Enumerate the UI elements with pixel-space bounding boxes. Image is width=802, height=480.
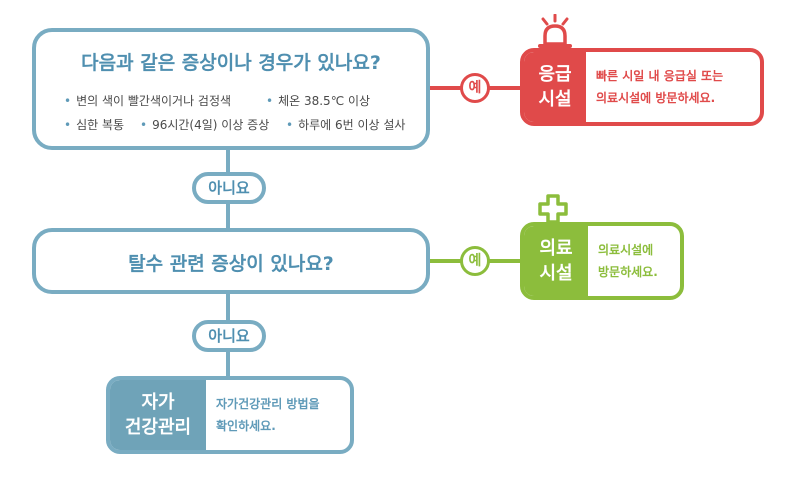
medical-cross-icon <box>538 194 568 224</box>
question-2-box: 탈수 관련 증상이 있나요? <box>32 228 430 294</box>
symptom-bullet: 체온 38.5℃ 이상 <box>266 92 370 109</box>
medical-facility-label: 의료 시설 <box>524 226 588 296</box>
question-1-title: 다음과 같은 증상이나 경우가 있나요? <box>81 52 381 74</box>
symptom-bullet: 96시간(4일) 이상 증상 <box>140 116 269 133</box>
question-1-box: 다음과 같은 증상이나 경우가 있나요? 변의 색이 빨간색이거나 검정색 체온… <box>32 28 430 150</box>
yes-label-1: 예 <box>460 73 490 103</box>
symptom-bullet: 하루에 6번 이상 설사 <box>286 116 405 133</box>
emergency-facility-description: 빠른 시일 내 응급실 또는 의료시설에 방문하세요. <box>596 69 724 105</box>
emergency-facility-card: 응급 시설 빠른 시일 내 응급실 또는 의료시설에 방문하세요. <box>520 48 764 126</box>
no-label-2: 아니요 <box>192 320 266 352</box>
no-label-1: 아니요 <box>192 172 266 204</box>
siren-icon <box>538 14 572 48</box>
yes-label-2: 예 <box>460 246 490 276</box>
symptom-bullet: 변의 색이 빨간색이거나 검정색 <box>64 92 231 109</box>
self-care-label: 자가 건강관리 <box>110 380 206 450</box>
self-care-description: 자가건강관리 방법을 확인하세요. <box>216 397 320 433</box>
self-care-card: 자가 건강관리 자가건강관리 방법을 확인하세요. <box>106 376 354 454</box>
symptom-bullet: 심한 복통 <box>64 116 124 133</box>
question-2-title: 탈수 관련 증상이 있나요? <box>128 253 334 275</box>
medical-facility-description: 의료시설에 방문하세요. <box>598 243 658 279</box>
medical-facility-card: 의료 시설 의료시설에 방문하세요. <box>520 222 684 300</box>
emergency-facility-label: 응급 시설 <box>524 52 586 122</box>
